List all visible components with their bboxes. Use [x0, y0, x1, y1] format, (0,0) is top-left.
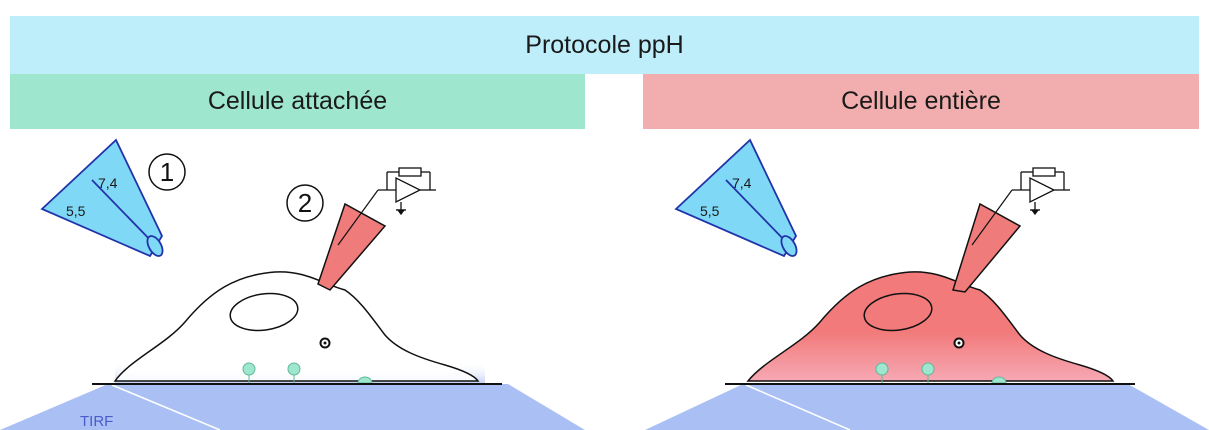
svg-text:1: 1	[160, 157, 174, 187]
cell-outline-icon	[746, 271, 1115, 382]
perfusion-pipette-icon	[674, 138, 798, 258]
ph-high-label: 7,4	[98, 175, 118, 191]
amplifier-icon	[1012, 167, 1070, 216]
ph-low-label: 5,5	[700, 203, 720, 219]
tirf-label: TIRF	[80, 413, 113, 430]
right-panel: 7,4 5,5	[645, 138, 1209, 430]
nucleus-icon	[863, 292, 933, 332]
nucleus-icon	[229, 292, 299, 332]
tirf-beam-icon	[0, 384, 585, 430]
tirf-beam-icon	[645, 384, 1209, 430]
cell-outline-icon	[113, 271, 480, 382]
svg-text:2: 2	[298, 188, 312, 218]
step-1-icon	[148, 153, 186, 191]
cell-attached-header: Cellule attachée	[10, 74, 585, 129]
ph-high-label: 7,4	[732, 175, 752, 191]
step-2-icon	[286, 184, 324, 222]
fluorescent-vesicles-icon	[242, 362, 373, 384]
amplifier-icon	[378, 167, 436, 216]
perfusion-pipette-icon	[40, 138, 164, 258]
whole-cell-header: Cellule entière	[643, 74, 1199, 129]
vesicle-icon	[953, 337, 965, 349]
ph-low-label: 5,5	[66, 203, 86, 219]
left-panel: TIRF 7,4 5,5 1	[0, 138, 585, 430]
page-title: Protocole ppH	[10, 16, 1199, 74]
vesicle-icon	[319, 337, 331, 349]
patch-pipette-icon	[952, 189, 1022, 293]
fluorescent-vesicles-icon	[875, 362, 1007, 384]
patch-pipette-icon	[317, 189, 387, 291]
